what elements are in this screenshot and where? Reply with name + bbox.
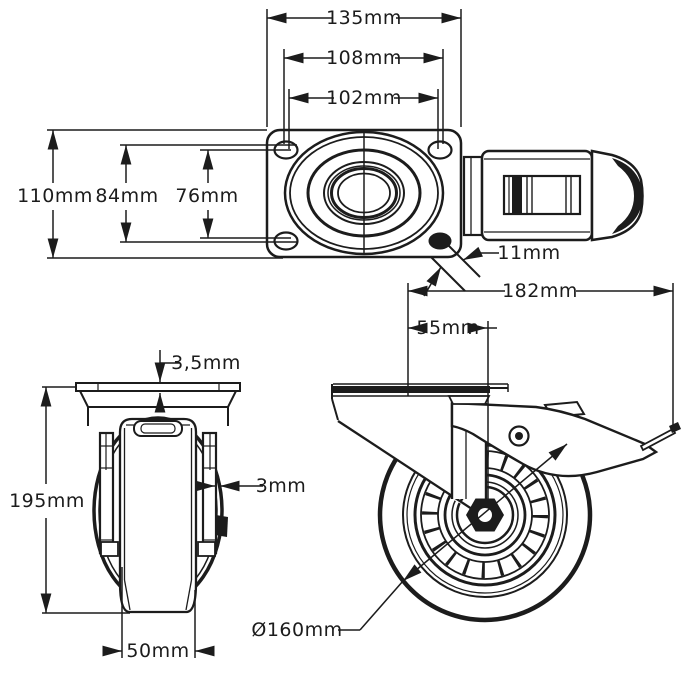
dim-wheel-width: 50mm	[102, 567, 215, 662]
dim-label-overall-height: 195mm	[9, 490, 85, 512]
dim-label-bolt-pitch: 102mm	[326, 87, 402, 109]
dim-label-bolt-width-outer: 84mm	[95, 185, 158, 207]
swivel-flange-front	[78, 390, 238, 408]
dim-bolt-pitch-outer: 108mm	[283, 47, 444, 144]
dim-fork-thickness: 3mm	[195, 475, 307, 497]
dim-label-bolt-width: 76mm	[175, 185, 238, 207]
dim-bolt-width-outer: 84mm	[95, 144, 297, 243]
brake-tab-front	[215, 515, 228, 537]
mounting-plate-front	[75, 382, 241, 392]
swivel-bearing-rings	[283, 130, 445, 256]
fork-leg-right	[197, 431, 218, 557]
dim-label-plate-width: 110mm	[17, 185, 93, 207]
dim-bolt-pitch: 102mm	[288, 87, 439, 149]
dim-label-bolt-hole-diameter: 11mm	[497, 242, 560, 264]
dim-label-wheel-width: 50mm	[126, 640, 189, 662]
side-view	[331, 383, 681, 623]
bolt-hole-highlighted	[428, 232, 452, 250]
dim-label-wheel-diameter: Ø160mm	[251, 619, 342, 641]
dim-label-overall-length: 182mm	[502, 280, 578, 302]
mounting-plate-side	[331, 383, 509, 421]
dim-plate-width: 110mm	[17, 129, 283, 259]
axle-nut	[466, 498, 504, 532]
fork-leg-left	[98, 431, 119, 557]
dim-overall-length: 182mm	[407, 280, 674, 425]
dim-wheel-diameter: Ø160mm	[251, 443, 568, 641]
brake-lever-tip	[669, 422, 681, 433]
dim-label-swivel-offset: 55mm	[416, 317, 479, 339]
dimension-layer: 135mm 108mm 102mm 110mm	[9, 7, 674, 662]
swivel-neck	[447, 395, 491, 405]
bolt-hole	[273, 231, 299, 251]
bolt-hole	[427, 140, 453, 160]
top-view	[265, 128, 644, 292]
dim-bolt-width: 76mm	[175, 149, 291, 239]
brake-lever	[639, 422, 681, 452]
brake-pedal-top	[462, 149, 644, 242]
hub-front	[133, 420, 183, 437]
dim-plate-thickness: 3,5mm	[154, 350, 241, 413]
dim-label-fork-thickness: 3mm	[256, 475, 307, 497]
dim-label-bolt-pitch-outer: 108mm	[326, 47, 402, 69]
brake-housing	[450, 400, 659, 478]
dim-plate-length: 135mm	[266, 7, 462, 127]
front-view	[75, 382, 241, 614]
dim-bolt-hole-diameter: 11mm	[423, 242, 560, 297]
dim-overall-height: 195mm	[9, 386, 130, 614]
dim-label-plate-length: 135mm	[326, 7, 402, 29]
dim-label-plate-thickness: 3,5mm	[171, 352, 241, 374]
wheel-tread-front	[118, 417, 198, 614]
